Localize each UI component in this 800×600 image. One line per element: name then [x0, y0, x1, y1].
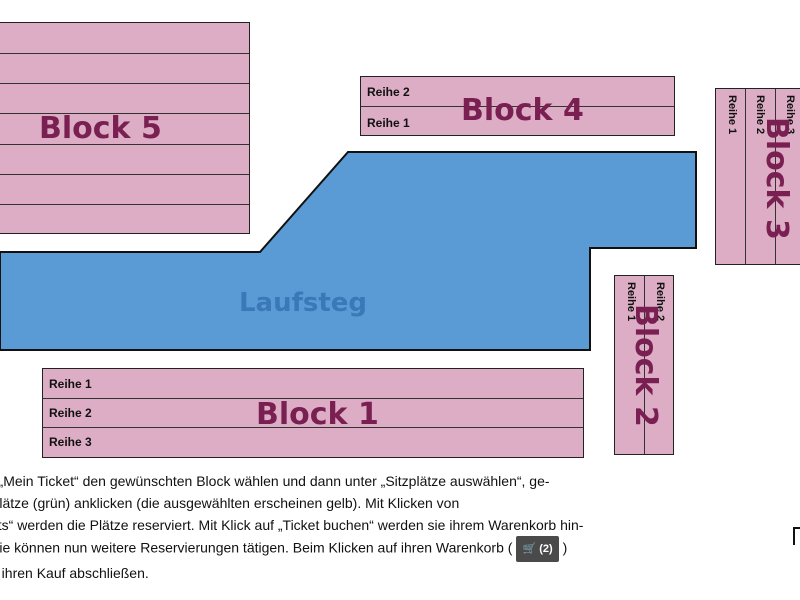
row-divider	[43, 427, 583, 428]
instructions-line: Plätze (grün) anklicken (die ausgewählte…	[0, 495, 460, 511]
block-2[interactable]: Reihe 1 Reihe 2 Block 2	[614, 275, 674, 455]
row-divider	[0, 174, 249, 175]
block-1[interactable]: Reihe 1 Reihe 2 Reihe 3 Block 1	[42, 368, 584, 458]
block-3[interactable]: Reihe 1 Reihe 2 Reihe 3 Block 3	[715, 88, 800, 265]
corner-bracket	[793, 527, 800, 545]
runway-shape	[0, 151, 697, 351]
block-4[interactable]: Reihe 2 Reihe 1 Block 4	[360, 76, 675, 136]
runway-label: Laufsteg	[239, 288, 367, 318]
row-divider	[0, 204, 249, 205]
instructions-line-part: Sie können nun weitere Reservierungen tä…	[0, 539, 513, 556]
instructions-line: r „Mein Ticket“ den gewünschten Block wä…	[0, 473, 550, 489]
instructions-line-part: )	[562, 539, 568, 556]
row-divider	[43, 398, 583, 399]
block-1-title: Block 1	[256, 397, 379, 432]
block-4-row-label: Reihe 2	[367, 85, 410, 99]
block-3-row-label: Reihe 1	[726, 95, 738, 135]
column-divider	[745, 89, 746, 264]
row-divider	[0, 144, 249, 145]
column-divider	[775, 89, 776, 264]
row-divider	[0, 53, 249, 54]
block-4-row-label: Reihe 1	[367, 116, 410, 130]
column-divider	[644, 276, 645, 454]
block-5[interactable]: Block 5	[0, 22, 250, 234]
block-5-title: Block 5	[39, 111, 162, 146]
row-divider	[0, 113, 249, 114]
instructions-text: r „Mein Ticket“ den gewünschten Block wä…	[0, 470, 750, 584]
row-divider	[361, 106, 674, 107]
instructions-line: ats“ werden die Plätze reserviert. Mit K…	[0, 517, 584, 533]
cart-badge: 🛒 (2)	[516, 536, 559, 562]
block-4-title: Block 4	[461, 93, 584, 128]
row-divider	[0, 83, 249, 84]
instructions-line: e ihren Kauf abschließen.	[0, 565, 149, 581]
block-1-row-label: Reihe 1	[49, 377, 92, 391]
block-2-title: Block 2	[628, 304, 663, 427]
block-1-row-label: Reihe 2	[49, 406, 92, 420]
block-3-title: Block 3	[759, 117, 794, 240]
instructions-line: Sie können nun weitere Reservierungen tä…	[0, 536, 750, 562]
block-1-row-label: Reihe 3	[49, 435, 92, 449]
